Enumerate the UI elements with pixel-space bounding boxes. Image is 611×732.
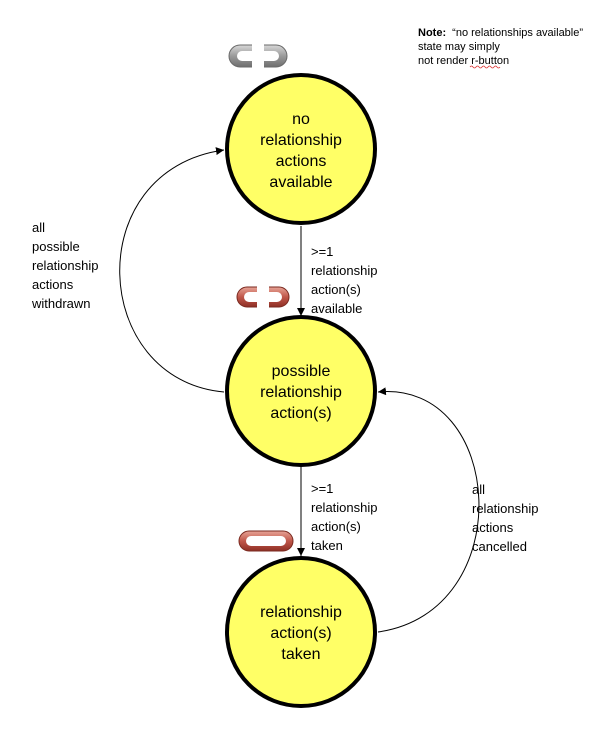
note: Note: “no relationships available” state… [418, 27, 583, 69]
note-line: “no relationships available” [452, 27, 583, 39]
transition-label: >=1 [311, 244, 333, 259]
state-label: possible [272, 363, 331, 380]
state-possible-actions: possible relationship action(s) [225, 315, 377, 467]
state-label: no [292, 111, 310, 128]
arrow-withdrawn [119, 147, 225, 393]
transition-label: withdrawn [31, 296, 91, 311]
link-icon-gray [228, 43, 288, 69]
note-heading: Note: [418, 27, 446, 39]
transition-label: >=1 [311, 481, 333, 496]
arrow-cancelled [377, 387, 480, 633]
state-label: taken [281, 646, 320, 663]
link-icon-red [236, 285, 290, 309]
transition-label: actions [472, 520, 514, 535]
transition-label: relationship [32, 258, 99, 273]
state-label: relationship [260, 132, 342, 149]
transition-label: action(s) [311, 282, 361, 297]
svg-text:Note: “no relationships: Note: “no relationships available” [418, 27, 583, 39]
link-icon-red-filled [238, 530, 294, 552]
note-line: not render r-button [418, 55, 509, 67]
state-no-actions: no relationship actions available [225, 73, 377, 225]
transition-label: cancelled [472, 539, 527, 554]
label-to-taken: >=1 relationship action(s) taken [311, 481, 378, 553]
state-actions-taken: relationship action(s) taken [225, 556, 377, 708]
label-cancelled: all relationship actions cancelled [472, 482, 539, 554]
label-withdrawn: all possible relationship actions withdr… [31, 220, 99, 311]
transition-label: all [472, 482, 485, 497]
state-label: action(s) [270, 625, 331, 642]
spellcheck-underline [469, 65, 501, 69]
transition-label: actions [32, 277, 74, 292]
transition-label: action(s) [311, 519, 361, 534]
state-label: relationship [260, 604, 342, 621]
transition-label: relationship [311, 263, 378, 278]
state-label: relationship [260, 384, 342, 401]
note-line: state may simply [418, 41, 500, 53]
transition-label: relationship [311, 500, 378, 515]
transition-label: taken [311, 538, 343, 553]
label-to-possible: >=1 relationship action(s) available [311, 244, 378, 316]
state-label: actions [276, 153, 327, 170]
transition-label: available [311, 301, 362, 316]
state-label: available [269, 174, 332, 191]
transition-label: all [32, 220, 45, 235]
transition-label: possible [32, 239, 80, 254]
state-label: action(s) [270, 405, 331, 422]
transition-label: relationship [472, 501, 539, 516]
